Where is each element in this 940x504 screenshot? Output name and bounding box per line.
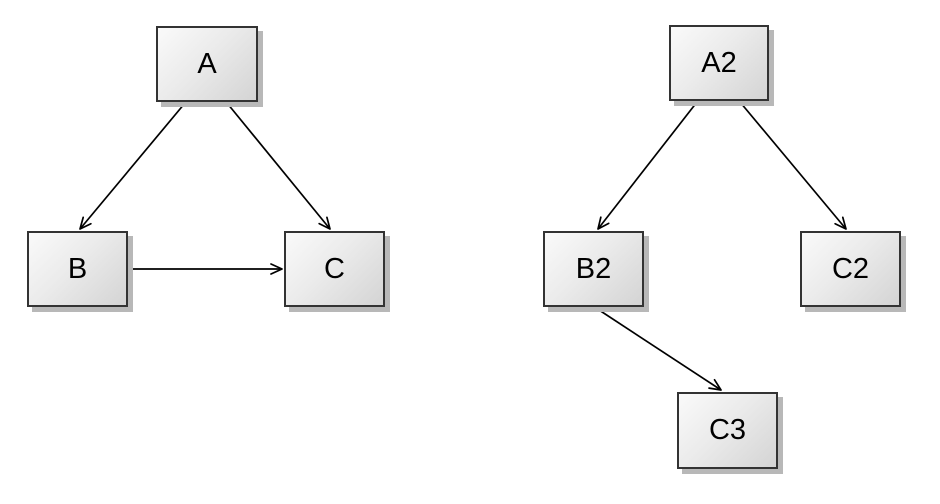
- node-B2: B2: [543, 231, 644, 307]
- node-A2-label: A2: [701, 46, 737, 79]
- edge-A-to-C: [226, 102, 331, 230]
- node-B2-label: B2: [575, 252, 612, 285]
- edge-A2-to-C2: [739, 101, 847, 230]
- node-C2: C2: [800, 231, 901, 307]
- node-C3: C3: [677, 392, 778, 469]
- edges-group: [79, 101, 847, 391]
- node-A: A: [156, 26, 258, 102]
- node-C: C: [284, 231, 385, 307]
- node-A-label: A: [197, 47, 217, 80]
- edge-B2-to-C3: [595, 307, 722, 391]
- node-B: B: [27, 231, 128, 307]
- edge-A2-to-B2: [597, 101, 698, 230]
- edge-A-to-B: [79, 102, 186, 230]
- node-B-label: B: [67, 252, 88, 285]
- node-C-label: C: [324, 252, 345, 285]
- node-A2: A2: [669, 25, 769, 101]
- node-C3-label: C3: [708, 414, 747, 446]
- node-C2-label: C2: [831, 252, 870, 285]
